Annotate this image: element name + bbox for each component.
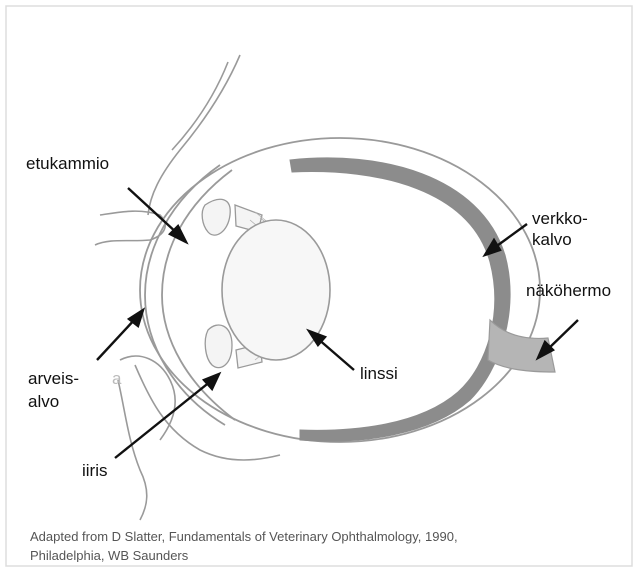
label-cornea-faint: a xyxy=(112,369,121,389)
label-anterior-chamber: etukammio xyxy=(26,154,109,174)
label-cornea-line2: alvo xyxy=(28,392,59,412)
label-retina-line1: verkko- xyxy=(532,209,588,229)
label-iris: iiris xyxy=(82,461,108,481)
arrow-etukammio xyxy=(128,188,186,242)
arrow-iiris xyxy=(115,374,219,458)
source-caption-line2: Philadelphia, WB Saunders xyxy=(30,547,188,562)
eye-globe xyxy=(140,138,540,442)
label-cornea-line1: arveis- xyxy=(28,369,79,389)
label-lens: linssi xyxy=(360,364,398,384)
arrow-arveiskalvo xyxy=(97,310,143,360)
label-optic-nerve: näköhermo xyxy=(526,281,628,301)
source-caption-line1: Adapted from D Slatter, Fundamentals of … xyxy=(30,528,458,546)
arrow-linssi xyxy=(309,331,354,370)
label-retina-line2: kalvo xyxy=(532,230,572,250)
